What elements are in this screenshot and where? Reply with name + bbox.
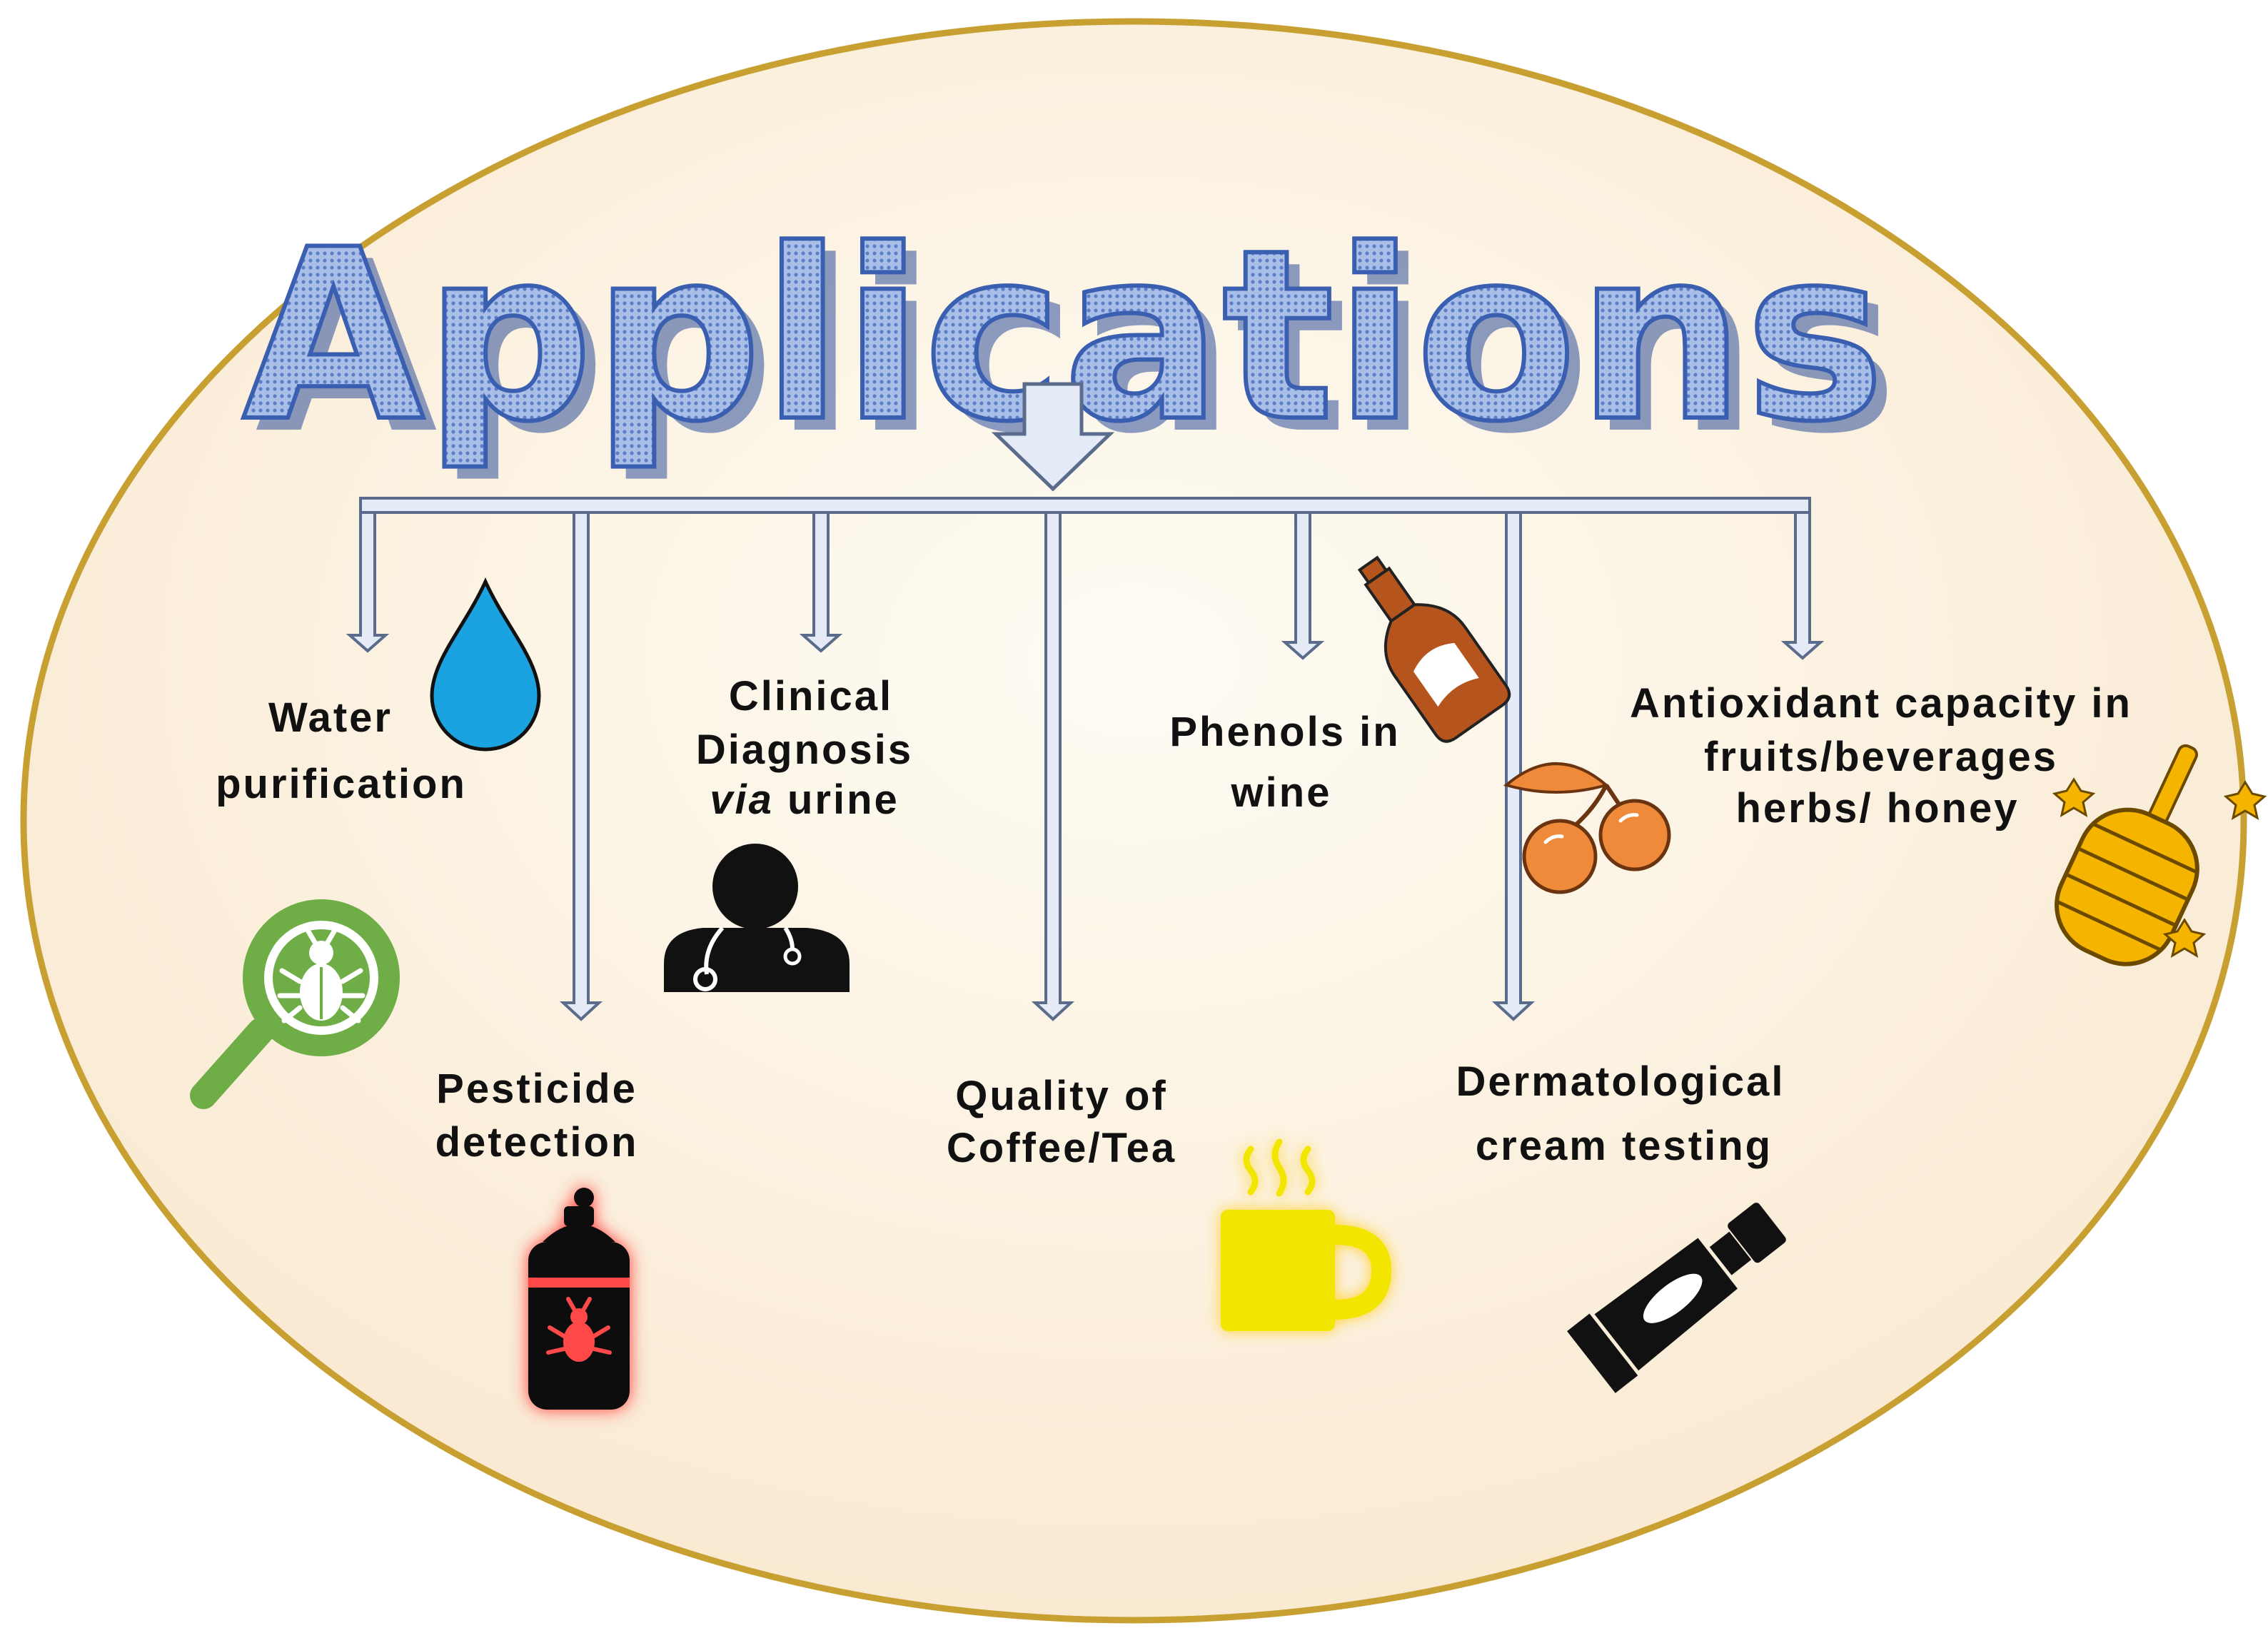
arrow-coffee: [1031, 511, 1075, 1021]
label-phenols: Phenols in wine: [1169, 709, 1400, 816]
arrow-pesticide: [559, 511, 603, 1021]
label-coffee-line2: Coffee/Tea: [947, 1125, 1176, 1171]
label-phenols-line1: Phenols in: [1169, 709, 1400, 755]
honey-bee-icon: [2052, 777, 2267, 959]
spray-can-bug-icon: [528, 1188, 630, 1410]
title-text: Applications: [242, 199, 1885, 473]
label-dermatological-line1: Dermatological: [1456, 1058, 1785, 1105]
label-pesticide: Pesticide detection: [435, 1066, 639, 1166]
wine-bottle-icon: [1357, 555, 1511, 743]
label-coffee-line1: Quality of: [955, 1073, 1167, 1119]
water-drop-icon: [430, 577, 541, 752]
main-down-arrow: [991, 382, 1115, 492]
arrow-clinical: [799, 511, 843, 653]
distribution-bar: [359, 497, 1811, 514]
label-dermatological: Dermatological cream testing: [1456, 1058, 1785, 1169]
arrow-phenols: [1281, 511, 1325, 660]
label-clinical-urine: urine: [774, 777, 899, 823]
magnifier-bug-icon: [190, 899, 400, 1109]
label-coffee: Quality of Coffee/Tea: [947, 1073, 1176, 1171]
arrow-water: [346, 511, 390, 653]
arrow-dermatological: [1491, 511, 1536, 1021]
label-antioxidant-line3: herbs/ honey: [1736, 785, 2020, 831]
cream-tube-icon: [1567, 1203, 1786, 1393]
cherries-icon: [1503, 762, 1671, 894]
label-clinical: Clinical Diagnosis via urine: [696, 673, 913, 823]
label-phenols-line2: wine: [1231, 769, 1332, 816]
label-clinical-line1: Clinical: [729, 673, 893, 719]
label-dermatological-line2: cream testing: [1476, 1123, 1773, 1169]
label-water-line2: purification: [216, 761, 467, 807]
title-group: Applications Applications: [240, 197, 1897, 485]
honey-dipper-icon: [2055, 744, 2199, 966]
label-clinical-line3: via urine: [710, 777, 899, 823]
branch-arrows: [346, 511, 1825, 1021]
steaming-mug-icon: [1221, 1138, 1392, 1331]
label-water: Water purification: [216, 694, 467, 807]
label-pesticide-line2: detection: [435, 1119, 639, 1166]
label-clinical-via: via: [710, 777, 774, 823]
doctor-icon: [664, 844, 850, 992]
label-water-line1: Water: [268, 694, 393, 741]
label-antioxidant-line2: fruits/beverages: [1704, 734, 2058, 780]
label-antioxidant: Antioxidant capacity in fruits/beverages…: [1630, 680, 2132, 831]
label-clinical-line2: Diagnosis: [696, 727, 913, 773]
label-pesticide-line1: Pesticide: [436, 1066, 637, 1112]
arrow-antioxidant: [1780, 511, 1825, 660]
label-antioxidant-line1: Antioxidant capacity in: [1630, 680, 2132, 727]
